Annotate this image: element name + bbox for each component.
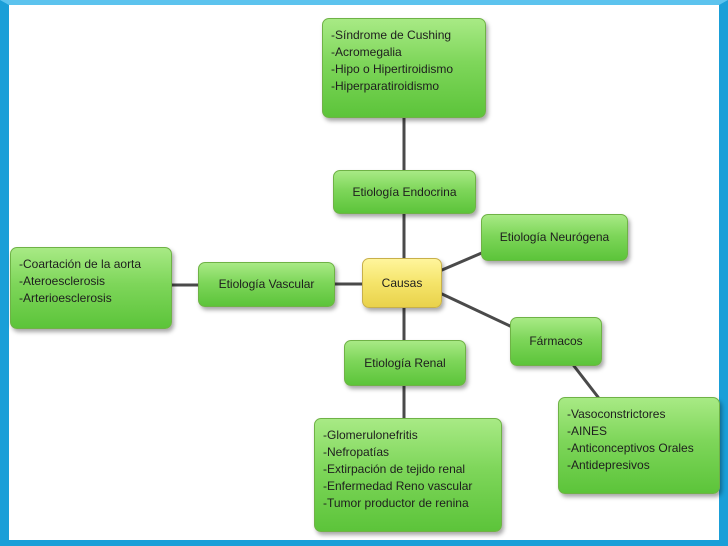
vascular-etiology-label: Etiología Vascular xyxy=(218,277,315,291)
neurogenic-etiology-label: Etiología Neurógena xyxy=(499,230,610,244)
endocrine-etiology-label: Etiología Endocrina xyxy=(352,184,457,199)
renal-etiology-node: Etiología Renal xyxy=(344,340,466,386)
list-item: -Tumor productor de renina xyxy=(323,496,469,510)
vascular-causes-box: -Coartación de la aorta -Ateroesclerosis… xyxy=(10,247,172,329)
drugs-label: Fármacos xyxy=(529,334,583,348)
center-node: Causas xyxy=(362,258,442,308)
list-item: -Anticonceptivos Orales xyxy=(567,441,694,455)
list-item: -Hiperparatiroidismo xyxy=(331,79,440,93)
neurogenic-etiology-node: Etiología Neurógena xyxy=(481,214,628,261)
renal-causes-list: -Glomerulonefritis -Nefropatías -Extirpa… xyxy=(323,427,493,512)
drugs-list: -Vasoconstrictores -AINES -Anticonceptiv… xyxy=(567,406,711,474)
vascular-causes-list: -Coartación de la aorta -Ateroesclerosis… xyxy=(19,256,163,307)
drugs-list-box: -Vasoconstrictores -AINES -Anticonceptiv… xyxy=(558,397,720,494)
list-item: -Enfermedad Reno vascular xyxy=(323,479,473,493)
list-item: -Coartación de la aorta xyxy=(19,257,142,271)
list-item: -Antidepresivos xyxy=(567,458,650,472)
list-item: -AINES xyxy=(567,424,608,438)
list-item: -Ateroesclerosis xyxy=(19,274,106,288)
list-item: -Hipo o Hipertiroidismo xyxy=(331,62,454,76)
drugs-node: Fármacos xyxy=(510,317,602,366)
renal-causes-box: -Glomerulonefritis -Nefropatías -Extirpa… xyxy=(314,418,502,532)
endocrine-causes-box: -Síndrome de Cushing -Acromegalia -Hipo … xyxy=(322,18,486,118)
list-item: -Acromegalia xyxy=(331,45,402,59)
vascular-etiology-node: Etiología Vascular xyxy=(198,262,335,307)
list-item: -Arterioesclerosis xyxy=(19,291,112,305)
center-label: Causas xyxy=(381,275,423,290)
list-item: -Extirpación de tejido renal xyxy=(323,462,466,476)
list-item: -Nefropatías xyxy=(323,445,390,459)
list-item: -Glomerulonefritis xyxy=(323,428,418,442)
link-drugs-items xyxy=(572,364,600,399)
list-item: -Síndrome de Cushing xyxy=(331,28,452,42)
link-center-drugs xyxy=(440,292,512,328)
renal-etiology-label: Etiología Renal xyxy=(364,355,446,370)
link-center-neurogenic xyxy=(440,250,486,272)
endocrine-etiology-node: Etiología Endocrina xyxy=(333,170,476,214)
endocrine-causes-list: -Síndrome de Cushing -Acromegalia -Hipo … xyxy=(331,27,477,95)
list-item: -Vasoconstrictores xyxy=(567,407,666,421)
